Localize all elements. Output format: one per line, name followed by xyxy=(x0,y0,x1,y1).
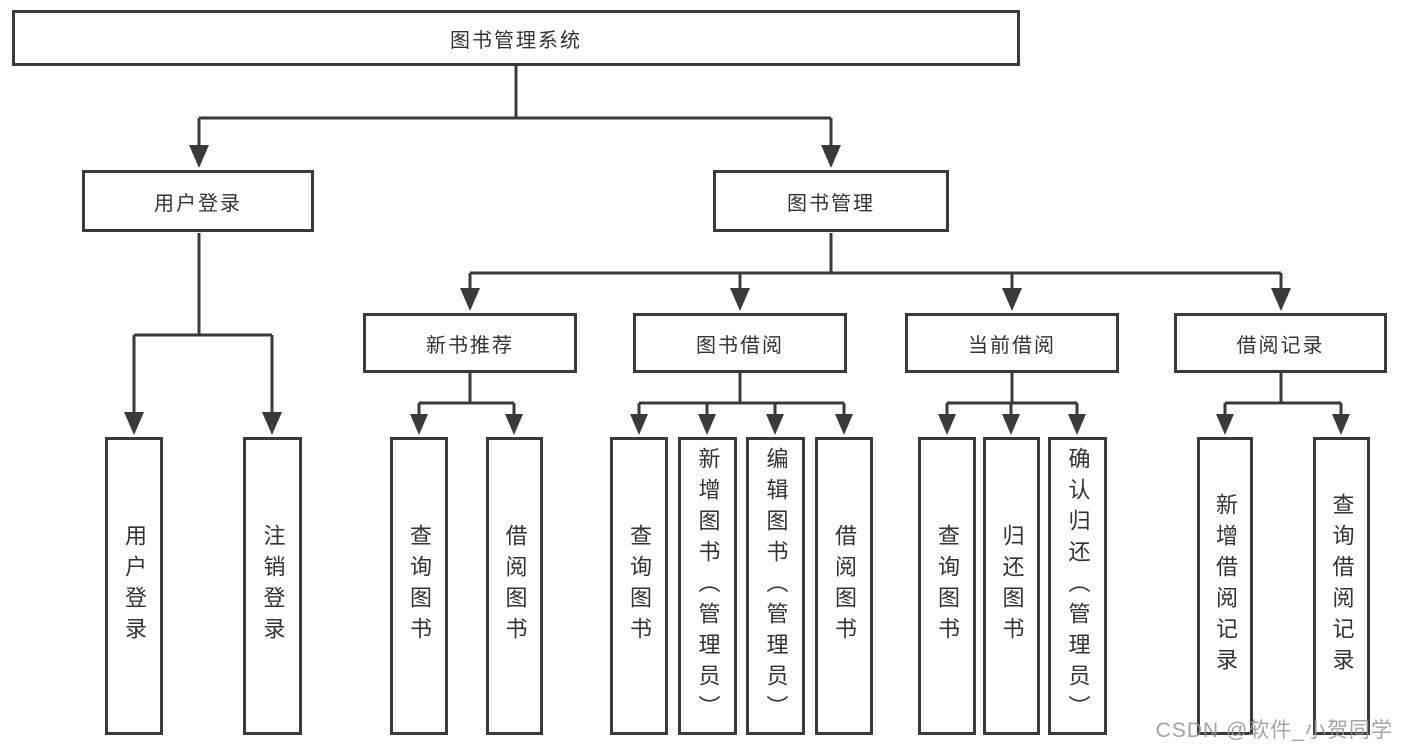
node-group-current-borrow: 当前借阅 xyxy=(905,313,1119,373)
node-leaf-user-login: 用户登录 xyxy=(105,437,163,735)
node-leaf-bb-query-books-label: 查询图书 xyxy=(627,524,652,648)
node-leaf-cb-return-books: 归还图书 xyxy=(983,437,1040,735)
node-leaf-bb-borrow-books-label: 借阅图书 xyxy=(832,524,857,648)
node-group-book-borrow-label: 图书借阅 xyxy=(696,334,784,357)
node-leaf-nbr-borrow-books-label: 借阅图书 xyxy=(502,524,528,648)
node-leaf-bb-edit-books-admin: 编辑图书（管理员） xyxy=(746,437,805,735)
node-leaf-bb-query-books: 查询图书 xyxy=(610,437,668,735)
node-leaf-cb-confirm-return-admin-label: 确认归还（管理员） xyxy=(1065,446,1091,726)
node-group-current-borrow-label: 当前借阅 xyxy=(968,334,1056,357)
node-leaf-bb-add-books-admin: 新增图书（管理员） xyxy=(678,437,737,735)
node-leaf-br-add-record: 新增借阅记录 xyxy=(1197,437,1253,735)
node-branch-user-login: 用户登录 xyxy=(82,170,314,232)
node-leaf-br-query-record: 查询借阅记录 xyxy=(1313,437,1370,735)
node-leaf-cb-confirm-return-admin: 确认归还（管理员） xyxy=(1048,437,1107,735)
node-leaf-bb-add-books-admin-label: 新增图书（管理员） xyxy=(695,446,721,726)
node-leaf-bb-edit-books-admin-label: 编辑图书（管理员） xyxy=(763,446,789,726)
node-leaf-cb-return-books-label: 归还图书 xyxy=(999,524,1025,648)
node-leaf-logout: 注销登录 xyxy=(243,437,302,735)
node-group-new-book-recommend-label: 新书推荐 xyxy=(426,334,514,357)
node-leaf-nbr-query-books-label: 查询图书 xyxy=(407,524,432,648)
node-leaf-cb-query-books: 查询图书 xyxy=(918,437,976,735)
node-group-borrow-records: 借阅记录 xyxy=(1174,313,1387,373)
node-branch-book-management: 图书管理 xyxy=(713,170,949,232)
node-leaf-br-query-record-label: 查询借阅记录 xyxy=(1329,493,1355,679)
node-leaf-nbr-borrow-books: 借阅图书 xyxy=(486,437,543,735)
node-leaf-br-add-record-label: 新增借阅记录 xyxy=(1213,493,1238,679)
node-leaf-logout-label: 注销登录 xyxy=(260,524,286,648)
csdn-watermark: CSDN @软件_小贺同学 xyxy=(1155,719,1393,742)
node-root: 图书管理系统 xyxy=(12,10,1020,66)
node-group-new-book-recommend: 新书推荐 xyxy=(363,313,577,373)
node-branch-user-login-label: 用户登录 xyxy=(154,192,242,215)
node-root-label: 图书管理系统 xyxy=(450,29,582,52)
node-leaf-bb-borrow-books: 借阅图书 xyxy=(815,437,873,735)
node-group-book-borrow: 图书借阅 xyxy=(633,313,847,373)
node-branch-book-management-label: 图书管理 xyxy=(787,192,875,215)
node-leaf-user-login-label: 用户登录 xyxy=(122,524,147,648)
node-group-borrow-records-label: 借阅记录 xyxy=(1236,334,1325,357)
node-leaf-cb-query-books-label: 查询图书 xyxy=(935,524,960,648)
node-leaf-nbr-query-books: 查询图书 xyxy=(390,437,448,735)
